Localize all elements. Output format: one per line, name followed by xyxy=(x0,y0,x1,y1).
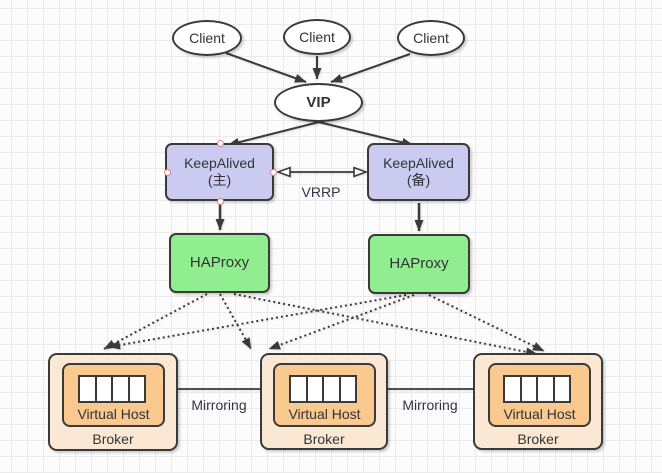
queue-cell xyxy=(308,377,324,401)
queue-1 xyxy=(78,375,146,403)
queue-2 xyxy=(289,375,357,403)
edge-haproxy2-broker3 xyxy=(428,294,545,352)
queue-cell xyxy=(324,377,341,401)
queue-cell xyxy=(80,377,97,401)
node-keepalived-primary: KeepAlived (主) xyxy=(165,143,274,201)
broker-label: Broker xyxy=(517,431,559,447)
queue-cell xyxy=(113,377,130,401)
virtual-host-label: Virtual Host xyxy=(503,406,576,422)
haproxy-label: HAProxy xyxy=(389,254,449,272)
client-label: Client xyxy=(299,29,335,45)
edge-client1-vip xyxy=(225,52,307,83)
node-client-2: Client xyxy=(283,19,351,55)
keepalived-title: KeepAlived xyxy=(383,154,454,171)
connection-handle-bottom xyxy=(217,198,224,205)
broker-label: Broker xyxy=(92,431,134,447)
keepalived-subtitle: (主) xyxy=(207,172,232,188)
node-keepalived-backup: KeepAlived (备) xyxy=(367,143,470,201)
edge-haproxy2-broker1 xyxy=(108,294,407,350)
connection-handle-right xyxy=(270,169,277,176)
queue-cell xyxy=(97,377,113,401)
mirroring-label-2: Mirroring xyxy=(402,397,458,413)
edge-haproxy1-broker3 xyxy=(233,293,538,357)
edge-client3-vip xyxy=(330,53,411,83)
mirroring-label-1: Mirroring xyxy=(191,397,247,413)
queue-cell xyxy=(291,377,308,401)
edge-haproxy1-broker2 xyxy=(219,293,252,350)
queue-cell xyxy=(130,377,145,401)
node-client-3: Client xyxy=(397,20,465,56)
connection-handle-top xyxy=(217,140,224,147)
client-label: Client xyxy=(413,30,449,46)
keepalived-subtitle: (备) xyxy=(406,172,431,188)
queue-cell xyxy=(538,377,555,401)
queue-cell xyxy=(505,377,522,401)
queue-3 xyxy=(503,375,571,403)
vip-label: VIP xyxy=(306,94,331,111)
broker-label: Broker xyxy=(303,431,345,447)
queue-cell xyxy=(341,377,356,401)
vrrp-label: VRRP xyxy=(301,184,341,200)
queue-cell xyxy=(522,377,538,401)
queue-cell xyxy=(555,377,570,401)
node-haproxy-left: HAProxy xyxy=(169,233,270,293)
node-vip: VIP xyxy=(274,83,363,122)
keepalived-title: KeepAlived xyxy=(184,154,255,171)
haproxy-label: HAProxy xyxy=(189,253,250,271)
node-client-1: Client xyxy=(172,20,242,56)
node-haproxy-right: HAProxy xyxy=(368,234,470,294)
client-label: Client xyxy=(189,30,225,46)
edge-haproxy2-broker2 xyxy=(268,294,415,350)
virtual-host-label: Virtual Host xyxy=(288,406,361,422)
virtual-host-label: Virtual Host xyxy=(77,406,150,422)
edge-haproxy1-broker1 xyxy=(103,293,208,350)
connection-handle-left xyxy=(164,169,171,176)
